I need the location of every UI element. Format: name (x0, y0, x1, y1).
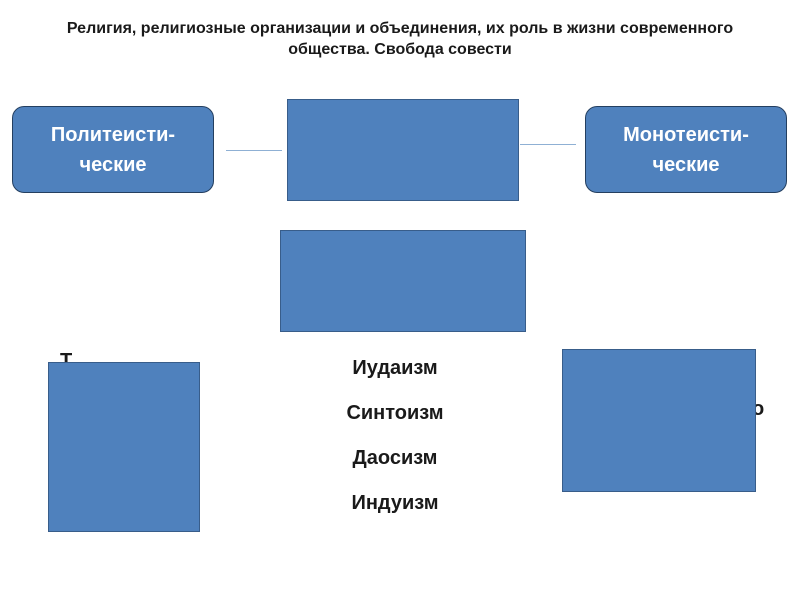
list-item: Даосизм (352, 447, 438, 469)
monotheistic-label: Монотеисти- ческие (623, 123, 749, 176)
center-middle-box[interactable] (280, 230, 526, 332)
list-item: Индуизм (351, 492, 439, 514)
monotheistic-box[interactable]: Монотеисти- ческие (585, 106, 787, 193)
bottom-left-box[interactable] (48, 362, 200, 532)
religion-list: Иудаизм Синтоизм Даосизм Индуизм (300, 346, 490, 526)
list-item: Иудаизм (352, 357, 438, 379)
connector-right (520, 144, 576, 145)
center-top-box[interactable] (287, 99, 519, 201)
list-item: Синтоизм (346, 402, 444, 424)
polytheistic-box[interactable]: Политеисти- ческие (12, 106, 214, 193)
connector-left (226, 150, 282, 151)
bottom-right-box[interactable] (562, 349, 756, 492)
slide-title: Религия, религиозные организации и объед… (66, 20, 734, 58)
polytheistic-label: Политеисти- ческие (50, 123, 176, 176)
